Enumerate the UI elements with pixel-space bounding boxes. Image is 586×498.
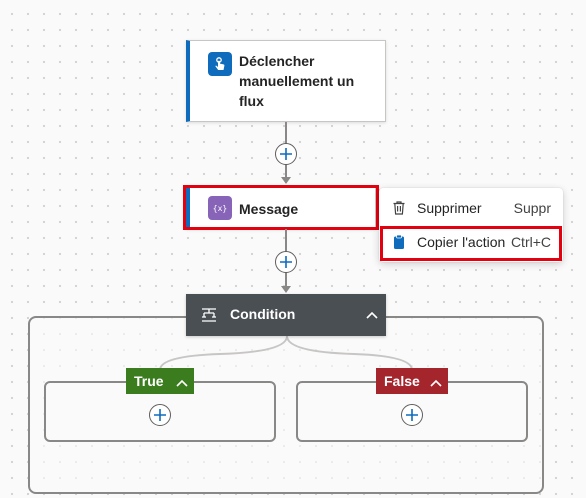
add-false-action-button[interactable] bbox=[401, 404, 423, 426]
trigger-title-line-1: Déclencher bbox=[239, 53, 315, 69]
trigger-title-line-3: flux bbox=[239, 93, 264, 109]
compose-variable-icon: {x} bbox=[208, 196, 232, 220]
menu-item-label: Supprimer bbox=[417, 200, 482, 216]
trigger-title: Déclencher manuellement un flux bbox=[239, 51, 379, 111]
trash-icon bbox=[389, 198, 409, 218]
add-step-button[interactable] bbox=[275, 143, 297, 165]
trigger-card[interactable]: Déclencher manuellement un flux bbox=[186, 40, 386, 122]
context-menu: Supprimer Suppr Copier l'action Ctrl+C bbox=[379, 188, 563, 262]
menu-item-label: Copier l'action bbox=[417, 234, 506, 250]
condition-header[interactable]: Condition bbox=[186, 294, 386, 336]
add-true-action-button[interactable] bbox=[149, 404, 171, 426]
condition-icon bbox=[200, 307, 218, 328]
connector-arrow bbox=[281, 177, 291, 184]
true-label-text: True bbox=[134, 373, 164, 389]
plus-icon bbox=[406, 409, 418, 421]
add-step-button[interactable] bbox=[275, 251, 297, 273]
message-title: Message bbox=[239, 201, 299, 217]
touch-hand-icon bbox=[208, 52, 232, 76]
chevron-up-icon[interactable] bbox=[366, 308, 378, 326]
connector-arrow bbox=[281, 286, 291, 293]
false-branch-label[interactable]: False bbox=[376, 368, 448, 394]
true-branch-label[interactable]: True bbox=[126, 368, 194, 394]
svg-text:{x}: {x} bbox=[213, 204, 227, 213]
plus-icon bbox=[154, 409, 166, 421]
chevron-up-icon[interactable] bbox=[176, 376, 188, 392]
condition-title: Condition bbox=[230, 306, 296, 322]
message-card[interactable]: {x} Message bbox=[186, 187, 376, 229]
menu-item-shortcut: Suppr bbox=[513, 200, 551, 216]
trigger-title-line-2: manuellement un bbox=[239, 73, 355, 89]
chevron-up-icon[interactable] bbox=[430, 376, 442, 392]
plus-icon bbox=[280, 148, 292, 160]
menu-item-shortcut: Ctrl+C bbox=[510, 234, 551, 250]
menu-item-delete[interactable]: Supprimer Suppr bbox=[379, 192, 563, 224]
false-label-text: False bbox=[384, 373, 420, 389]
menu-item-copy-action[interactable]: Copier l'action Ctrl+C bbox=[379, 226, 563, 258]
plus-icon bbox=[280, 256, 292, 268]
clipboard-icon bbox=[389, 232, 409, 252]
